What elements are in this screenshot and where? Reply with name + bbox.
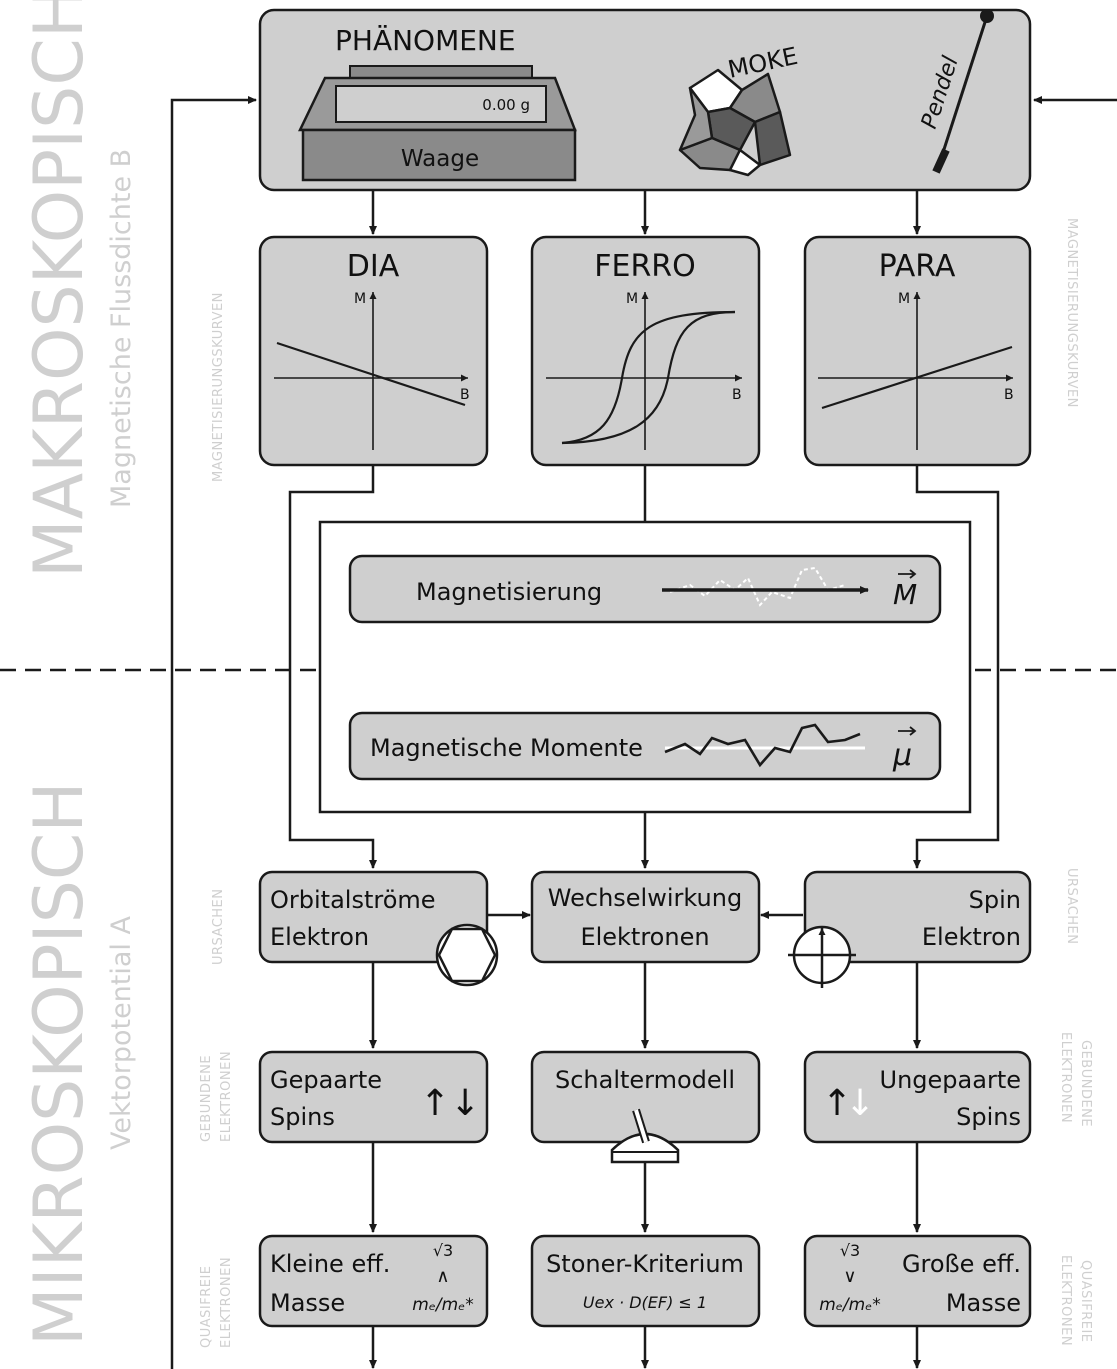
gepaarte-line-1: Gepaarte [270, 1066, 382, 1094]
orbital-box: Orbitalströme Elektron [258, 870, 489, 964]
side-label-magnetisierungskurven-left: MAGNETISIERUNGSKURVEN [211, 292, 226, 482]
momente-dipoles [664, 723, 861, 768]
ferro-title: FERRO [594, 249, 696, 284]
wechsel-line-2: Elektronen [580, 923, 709, 951]
gepaarte-line-2: Spins [270, 1103, 335, 1131]
scale-label: Waage [401, 146, 479, 172]
ferro-axis-b: B [732, 387, 742, 403]
grosse-line-2: Masse [946, 1289, 1021, 1317]
kleine-sqrt3: √3 [433, 1241, 453, 1260]
spin-line-2: Elektron [922, 923, 1021, 951]
orbital-line-1: Orbitalströme [270, 886, 436, 914]
grosse-box: Große eff. Masse √3 ∨ mₑ/mₑ* [803, 1234, 1032, 1328]
kleine-line-1: Kleine eff. [270, 1250, 390, 1278]
ungepaarte-box: Ungepaarte Spins ↑ ↓ [803, 1050, 1032, 1144]
feedback-line-left [170, 96, 257, 1369]
kleine-box: Kleine eff. Masse √3 ∧ mₑ/mₑ* [258, 1234, 489, 1328]
spin-line-1: Spin [969, 886, 1021, 914]
para-axis-m: M [898, 291, 910, 307]
dia-axis-b: B [460, 387, 470, 403]
makroskopisch-subtitle: Magnetische Flussdichte B [106, 149, 137, 508]
wechsel-line-1: Wechselwirkung [548, 884, 742, 912]
makroskopisch-label: MAKROSKOPISCH [20, 0, 99, 578]
moke-domain-icon [678, 68, 792, 177]
grosse-ratio: mₑ/mₑ* [819, 1295, 881, 1315]
spin-box: Spin Elektron [803, 870, 1032, 964]
ferro-hysteresis-upper [561, 310, 736, 445]
para-curve-box: PARA M B [803, 235, 1032, 467]
para-title: PARA [879, 249, 956, 284]
side-label-quasifreie-right-2: ELEKTRONEN [1058, 1255, 1073, 1346]
dia-title: DIA [347, 249, 400, 284]
side-label-ursachen-left: URSACHEN [211, 889, 226, 966]
side-label-gebundene-right-1: GEBUNDENE [1078, 1040, 1093, 1127]
side-label-gebundene-right-2: ELEKTRONEN [1058, 1032, 1073, 1123]
side-label-magnetisierungskurven-right: MAGNETISIERUNGSKURVEN [1064, 218, 1079, 408]
grosse-sqrt3: √3 [840, 1241, 860, 1260]
unpaired-down-arrow: ↓ [845, 1083, 875, 1124]
side-label-ursachen-right: URSACHEN [1064, 868, 1079, 945]
spin-icon [788, 925, 856, 988]
side-label-quasifreie-left-1: QUASIFREIE [199, 1266, 214, 1349]
magnetisierung-label: Magnetisierung [416, 578, 602, 606]
paired-spin-arrows: ↑↓ [420, 1083, 480, 1124]
para-to-spin-line [913, 465, 1000, 869]
wechsel-box: Wechselwirkung Elektronen [530, 870, 761, 964]
m-vector-bar [898, 569, 917, 579]
mu-vector-bar [898, 726, 917, 736]
dia-curve [276, 341, 466, 407]
phaenomene-title: PHÄNOMENE [335, 24, 516, 57]
side-label-gebundene-left-1: GEBUNDENE [199, 1055, 214, 1142]
gepaarte-box: Gepaarte Spins ↑↓ [258, 1050, 489, 1144]
grosse-line-1: Große eff. [902, 1250, 1021, 1278]
magnetisierung-box: Magnetisierung M [348, 554, 942, 624]
side-label-quasifreie-left-2: ELEKTRONEN [219, 1257, 234, 1348]
dia-axis-m: M [354, 291, 366, 307]
side-label-quasifreie-right-1: QUASIFREIE [1078, 1260, 1093, 1343]
momente-box: Magnetische Momente μ [348, 711, 942, 781]
orbital-line-2: Elektron [270, 923, 369, 951]
magnetisierung-symbol: M [893, 578, 917, 611]
momente-label: Magnetische Momente [370, 734, 643, 762]
magnetisierung-dipoles [669, 566, 846, 607]
stoner-formula: Uex · D(EF) ≤ 1 [583, 1293, 707, 1312]
momente-symbol: μ [892, 738, 912, 773]
ferro-curve-box: FERRO M B [530, 235, 761, 467]
para-axis-b: B [1004, 387, 1014, 403]
scale-reading: 0.00 g [482, 96, 530, 114]
switch-icon [610, 1108, 680, 1164]
dia-curve-box: DIA M B [258, 235, 489, 467]
schalter-box: Schaltermodell [530, 1050, 761, 1144]
side-label-gebundene-left-2: ELEKTRONEN [219, 1051, 234, 1142]
ferro-axis-m: M [626, 291, 638, 307]
schalter-label: Schaltermodell [555, 1066, 735, 1094]
orbital-icon [435, 923, 499, 987]
kleine-wedge: ∧ [436, 1266, 449, 1287]
dia-to-orbital-line [288, 465, 377, 869]
stoner-label: Stoner-Kriterium [546, 1250, 744, 1278]
ferro-hysteresis-lower [561, 310, 736, 445]
grosse-vee: ∨ [843, 1266, 856, 1287]
kleine-ratio: mₑ/mₑ* [412, 1295, 474, 1315]
stoner-box: Stoner-Kriterium Uex · D(EF) ≤ 1 [530, 1234, 761, 1328]
mikroskopisch-subtitle: Vektorpotential A [106, 915, 137, 1150]
pendulum-icon [932, 9, 994, 174]
scale-icon: 0.00 g Waage [298, 65, 577, 182]
ungepaarte-line-2: Spins [956, 1103, 1021, 1131]
phaenomene-box: PHÄNOMENE 0.00 g Waage MOKE Pendel [258, 8, 1032, 192]
mikroskopisch-label: MIKROSKOPISCH [20, 782, 99, 1347]
kleine-line-2: Masse [270, 1289, 345, 1317]
para-curve [821, 345, 1013, 410]
unpaired-up-arrow: ↑ [822, 1083, 852, 1124]
ungepaarte-line-1: Ungepaarte [880, 1066, 1021, 1094]
